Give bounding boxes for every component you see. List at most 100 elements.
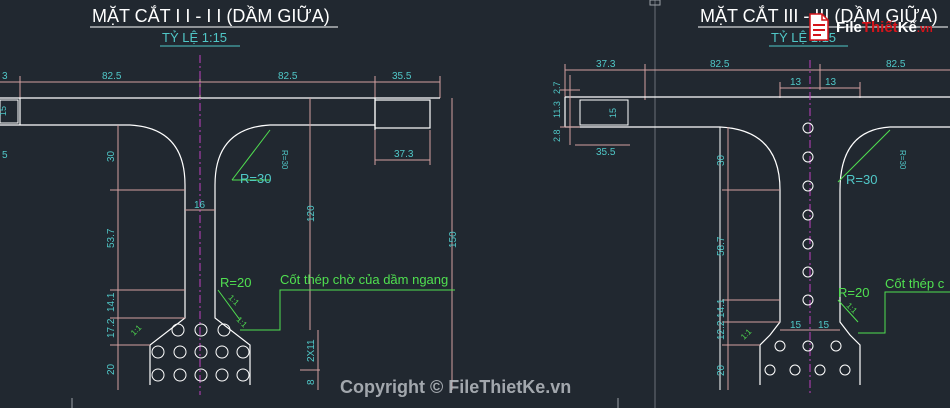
left-r30-small: R=30 bbox=[280, 150, 289, 170]
right-note-leader bbox=[858, 291, 950, 334]
left-girder-outline bbox=[0, 97, 440, 385]
rebar bbox=[151, 368, 165, 382]
left-section: MẶT CẮT I I - I I (DẦM GIỮA) TỶ LỆ 1:15 … bbox=[0, 5, 459, 395]
left-1-1-c: 1:1 bbox=[129, 323, 144, 338]
rebar bbox=[802, 209, 814, 221]
rebar bbox=[236, 345, 250, 359]
right-dim-11-3: 11.3 bbox=[552, 101, 562, 118]
right-dim-2-7: 2.7 bbox=[552, 81, 562, 94]
left-1-1-b: 1:1 bbox=[235, 315, 250, 330]
rebar bbox=[194, 345, 208, 359]
left-r30: R=30 bbox=[240, 171, 271, 186]
rebar bbox=[215, 368, 229, 382]
right-dim-82-5-a: 82.5 bbox=[710, 59, 730, 70]
right-section: MẶT CẮT III - III (DẦM GIỮA) TỶ LỆ 1:15 … bbox=[552, 5, 950, 395]
left-rebar-group bbox=[151, 323, 250, 382]
right-dim-2-8: 2.8 bbox=[552, 129, 562, 142]
rebar bbox=[802, 122, 814, 134]
right-dim-15-b: 15 bbox=[818, 320, 830, 331]
rebar bbox=[839, 364, 851, 376]
left-r20: R=20 bbox=[220, 275, 251, 290]
left-dim-53-7: 53.7 bbox=[106, 228, 117, 248]
right-r20-leader bbox=[837, 299, 859, 323]
left-dim-20: 20 bbox=[106, 363, 117, 375]
right-flange-slot bbox=[579, 99, 629, 126]
rebar bbox=[217, 323, 231, 337]
rebar bbox=[151, 345, 165, 359]
rebar bbox=[215, 345, 229, 359]
right-r30-leader bbox=[837, 129, 891, 183]
left-dim-5: 5 bbox=[2, 150, 8, 161]
right-dim-82-5-b: 82.5 bbox=[886, 59, 906, 70]
left-dim-3: 3 bbox=[2, 71, 8, 82]
left-dim-15: 15 bbox=[0, 106, 8, 116]
rebar bbox=[802, 294, 814, 306]
logo-file-icon bbox=[809, 13, 829, 41]
left-dim-37-3: 37.3 bbox=[394, 149, 414, 160]
left-note-leader bbox=[240, 289, 455, 331]
left-flange-edge bbox=[0, 99, 19, 124]
right-dim-13-a: 13 bbox=[790, 77, 802, 88]
right-1-1-b: 1:1 bbox=[739, 327, 754, 342]
rebar bbox=[802, 340, 814, 352]
right-dim-12-2: 12.2 bbox=[716, 320, 727, 340]
rebar bbox=[789, 364, 801, 376]
right-dim-13-b: 13 bbox=[825, 77, 837, 88]
left-dim-120: 120 bbox=[306, 205, 317, 222]
right-girder-outline bbox=[564, 96, 950, 385]
rebar bbox=[194, 368, 208, 382]
right-1-1-a: 1:1 bbox=[845, 301, 860, 316]
rebar bbox=[774, 340, 786, 352]
right-dim-15: 15 bbox=[608, 108, 618, 118]
rebar bbox=[236, 368, 250, 382]
rebar bbox=[194, 323, 208, 337]
left-dim-150: 150 bbox=[448, 231, 459, 248]
left-right-flange-dims bbox=[374, 130, 431, 165]
left-dim-30: 30 bbox=[106, 150, 117, 162]
right-dim-15-a: 15 bbox=[790, 320, 802, 331]
right-dim-58-7: 58.7 bbox=[716, 236, 727, 256]
right-note: Cốt thép c bbox=[885, 276, 945, 291]
rebar bbox=[814, 364, 826, 376]
right-r30-small: R=30 bbox=[898, 150, 907, 170]
rebar bbox=[830, 340, 842, 352]
left-dim-82-5-b: 82.5 bbox=[278, 71, 298, 82]
right-r30: R=30 bbox=[846, 172, 877, 187]
left-dim-14-1: 14.1 bbox=[106, 292, 117, 312]
left-top-dim-chain bbox=[0, 76, 441, 98]
separator-marker bbox=[649, 0, 661, 6]
left-r30-leader bbox=[231, 129, 271, 181]
left-dim-16: 16 bbox=[194, 200, 206, 211]
right-top-dim-chain bbox=[564, 64, 950, 100]
right-dim-30: 30 bbox=[716, 154, 727, 166]
left-dim-82-5-a: 82.5 bbox=[102, 71, 122, 82]
left-note: Cốt thép chờ của dầm ngang bbox=[280, 272, 448, 287]
right-dim-14-1: 14.1 bbox=[716, 298, 727, 318]
left-dim-35-5-top: 35.5 bbox=[392, 71, 412, 82]
rebar bbox=[802, 238, 814, 250]
filethietke-logo: FileThiếtKế.vn bbox=[808, 10, 946, 44]
rebar bbox=[802, 151, 814, 163]
right-r20: R=20 bbox=[838, 285, 869, 300]
left-r20-leader bbox=[217, 289, 241, 321]
rebar bbox=[171, 323, 185, 337]
left-dim-17-2: 17.2 bbox=[106, 318, 117, 338]
rebar bbox=[802, 180, 814, 192]
copyright-watermark: Copyright © FileThietKe.vn bbox=[340, 377, 572, 397]
logo-text: FileThiếtKế.vn bbox=[836, 18, 933, 36]
left-dim-2x11: 2X11 bbox=[306, 339, 317, 362]
left-scale: TỶ LỆ 1:15 bbox=[162, 30, 227, 45]
left-dim-8: 8 bbox=[306, 379, 317, 385]
left-title: MẶT CẮT I I - I I (DẦM GIỮA) bbox=[92, 5, 330, 26]
rebar bbox=[173, 345, 187, 359]
rebar bbox=[173, 368, 187, 382]
right-dim-20: 20 bbox=[716, 364, 727, 376]
rebar bbox=[764, 364, 776, 376]
rebar bbox=[802, 266, 814, 278]
right-dim-37-3: 37.3 bbox=[596, 59, 616, 70]
right-left-dims bbox=[560, 75, 840, 390]
right-rebar-group bbox=[764, 122, 851, 376]
left-vertical-dims bbox=[110, 98, 453, 390]
right-dim-35-5: 35.5 bbox=[596, 147, 616, 158]
